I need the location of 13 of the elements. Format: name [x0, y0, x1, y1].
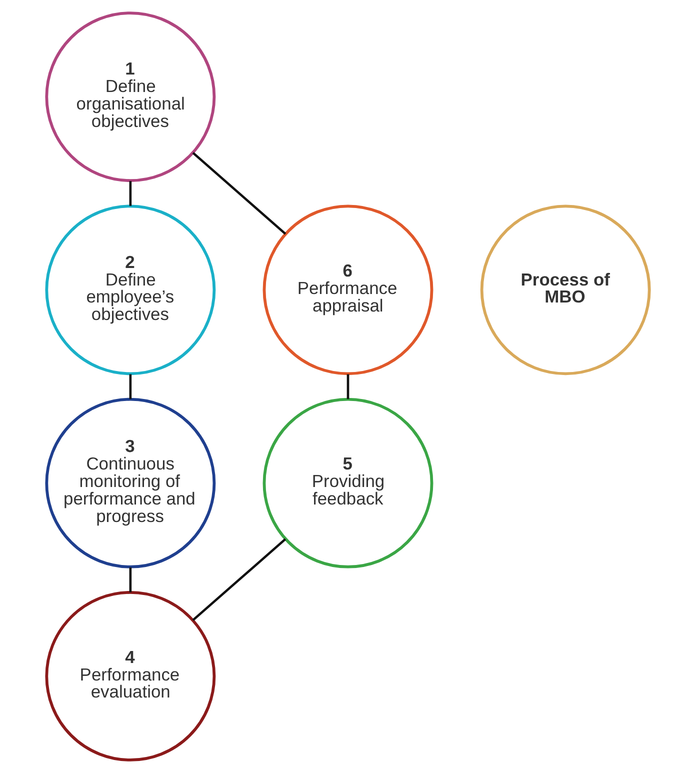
node-circle: 6 Performance appraisal: [262, 204, 433, 376]
node-circle: 3 Continuous monitoring of performance and progress: [44, 398, 216, 568]
connector: [128, 374, 132, 400]
connector: [128, 181, 132, 206]
node-circle: Process of MBO: [480, 204, 650, 376]
connector: [128, 567, 132, 592]
node-circle: 1 Define organisational objectives: [44, 12, 216, 182]
connector: [192, 152, 286, 235]
node-circle: 4 Performance evaluation: [44, 590, 216, 762]
node-circle: 2 Define employee’s objectives: [44, 204, 216, 376]
connector: [192, 538, 286, 622]
node-circle: 5 Providing feedback: [262, 398, 433, 568]
connector: [346, 374, 349, 400]
